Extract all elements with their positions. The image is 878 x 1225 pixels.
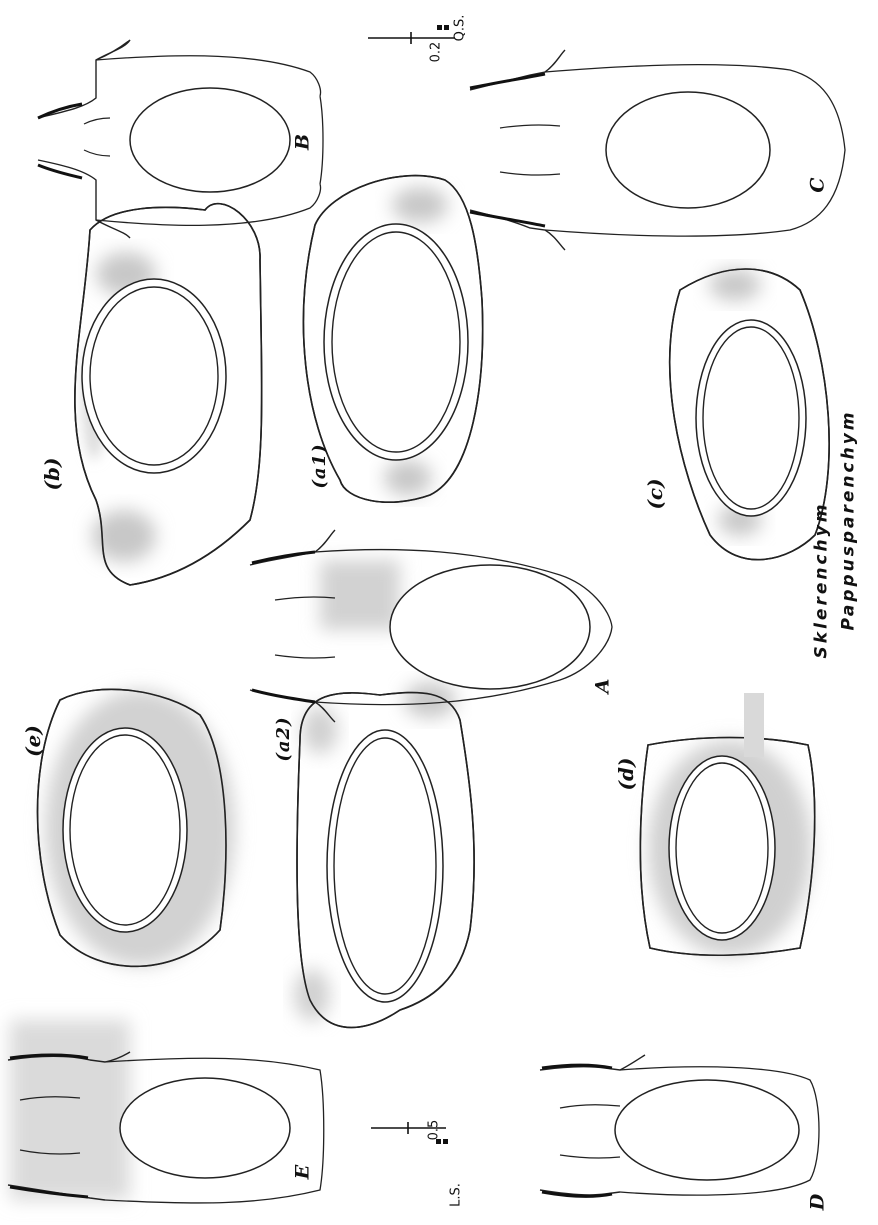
longitudinal-section-c	[470, 50, 845, 250]
label-e-upper: E	[294, 1165, 313, 1179]
cross-section-b	[75, 204, 262, 585]
label-e-lower: (e)	[23, 725, 43, 757]
cross-section-d	[640, 738, 814, 957]
scale-ls-label: L.S.	[450, 1183, 463, 1207]
legend-swatch-sklerenchym	[744, 693, 764, 757]
label-a-upper: A	[594, 679, 613, 694]
longitudinal-section-d	[540, 1055, 819, 1196]
legend-label-sklerenchym: Sklerenchym	[814, 502, 831, 659]
label-d-upper: D	[809, 1194, 828, 1210]
legend-label-pappusparenchym: Pappusparenchym	[841, 409, 858, 630]
cross-section-e	[38, 689, 236, 966]
label-b-lower: (b)	[42, 458, 62, 491]
cross-section-c	[670, 269, 829, 560]
label-c-upper: C	[809, 177, 828, 192]
longitudinal-section-e	[8, 1020, 324, 1203]
cross-section-a1	[303, 176, 482, 503]
label-c-lower: (c)	[645, 478, 665, 509]
scale-qs-label: Q.S.	[454, 15, 467, 42]
longitudinal-section-b	[38, 28, 323, 238]
cross-section-a2	[294, 682, 474, 1028]
label-a1: (a1)	[311, 443, 329, 488]
label-b-upper: B	[294, 134, 313, 150]
label-a2: (a2)	[275, 716, 293, 761]
scale-qs-value: 0.2	[430, 42, 443, 63]
label-d-lower: (d)	[616, 758, 636, 791]
scale-ls-value: 0.5	[428, 1120, 441, 1141]
